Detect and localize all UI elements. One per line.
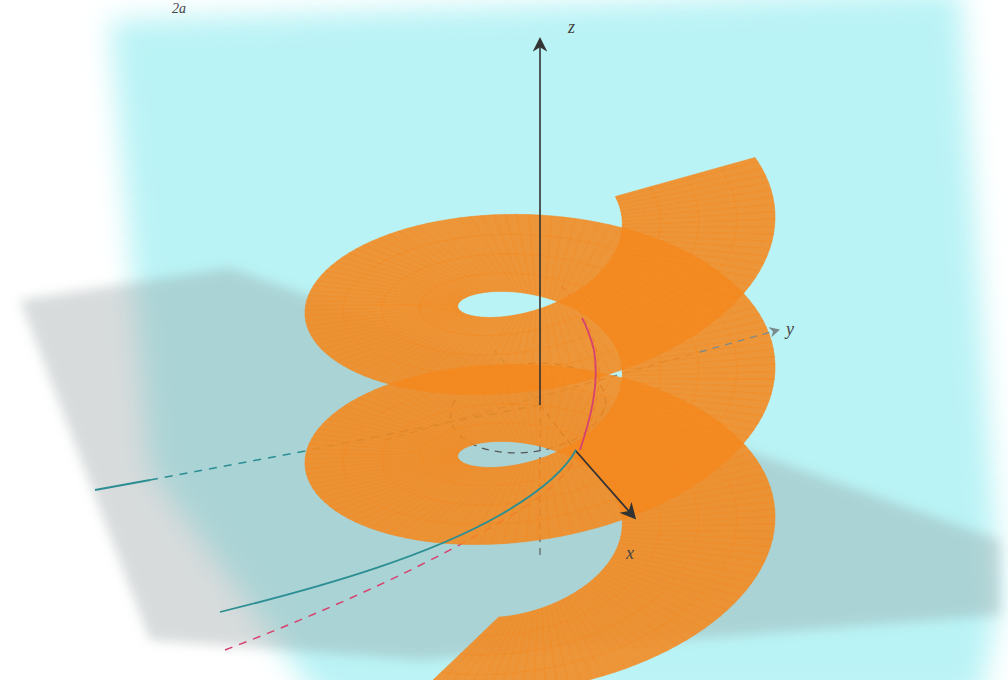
surface-patch [567,640,583,662]
z-axis [539,40,541,405]
surface-patch [622,375,660,379]
pink-curve-hidden [225,450,580,650]
axis-label: z [568,18,575,36]
hidden-lines [150,285,700,650]
surface-patch [382,451,421,454]
surface-patch [542,406,551,427]
surface-patch [564,662,580,680]
surface-patch [526,520,538,542]
surface-patch [698,220,736,227]
surface-patch [737,517,775,525]
surface-patch [622,526,660,530]
surface-patch [698,518,736,525]
surface-patch [534,669,546,680]
surface-patch [306,449,345,454]
surface-patch [421,450,459,453]
surface-patch [562,597,578,618]
surface-patch [487,674,505,680]
surface-patch [518,371,531,393]
y-axis [700,330,778,352]
surface-patch [736,219,775,227]
surface-patch [660,374,699,379]
surface-patch [536,628,544,650]
surface-patch [525,650,536,672]
surface-patch [736,524,775,531]
surface-patch [344,450,383,454]
surface-patch [344,301,383,305]
visible-lines [95,40,778,612]
surface-patch [567,619,583,641]
surface-patch [550,216,564,238]
surface-patch [535,648,545,670]
surface-patch [565,341,581,363]
surface-patch [562,492,577,514]
axis-label: y [786,320,794,338]
surface-patch [737,364,775,373]
surface-patch [622,223,660,228]
surface-patch [422,448,460,452]
surface-patch [698,373,737,379]
surface-patch [528,630,537,652]
surface-patch [541,426,548,447]
axis-label: x [626,544,634,562]
surface-patch [538,518,550,540]
surface-patch [522,670,535,680]
teal-curve [220,450,576,612]
surface-patch [540,276,546,297]
surface-patch [736,226,775,233]
surface-patch [540,235,550,256]
surface-patch [540,256,548,277]
surface-patch [698,525,737,531]
surface-patch [421,299,459,303]
surface-patch [565,319,581,341]
surface-patch [465,675,487,680]
surface-patch [540,215,552,236]
surface-patch [660,526,699,531]
surface-patch [736,372,775,380]
surface-patch [698,227,737,233]
surface-patch [561,363,577,385]
surface-patch [735,379,774,386]
surface-patch [565,296,582,317]
surface-patch [499,673,515,680]
horizontal-plane [20,268,1000,660]
surface-patch [568,511,585,533]
axis-label: 2a [172,2,186,16]
surface-patch [660,222,698,228]
surface-patch [454,674,477,680]
surface-patch [510,672,525,680]
surface-patch [476,674,496,680]
surface-patch [528,500,538,522]
pink-curve [580,318,596,450]
x-axis [575,450,634,517]
surface-patch [533,459,539,481]
teal-line [95,480,150,490]
surface-patch [563,470,578,492]
surface-patch [306,300,345,305]
